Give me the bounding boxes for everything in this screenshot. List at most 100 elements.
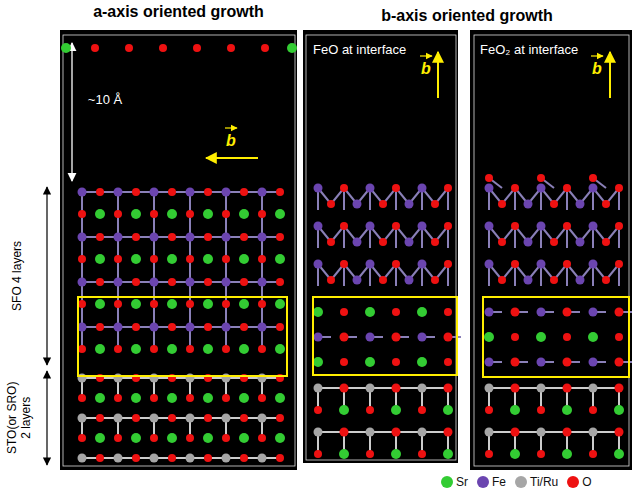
atom [275, 433, 285, 443]
atom [366, 184, 375, 193]
atom [276, 188, 284, 196]
atom [132, 188, 140, 196]
atom [485, 222, 494, 231]
atom [240, 454, 248, 462]
atom [96, 233, 104, 241]
atom [222, 233, 231, 242]
atom [78, 414, 87, 423]
axis-arrow [609, 52, 611, 98]
atom [276, 454, 284, 462]
atom [392, 308, 400, 316]
atom [615, 308, 624, 317]
atom [186, 233, 195, 242]
atom [314, 184, 323, 193]
atom [150, 210, 158, 218]
atom [222, 255, 230, 263]
atom [132, 454, 140, 462]
atom [366, 222, 375, 231]
atom [366, 428, 375, 437]
atom [365, 307, 375, 317]
atom [78, 210, 86, 218]
atom [485, 358, 494, 367]
atom [239, 433, 249, 443]
atom [392, 260, 400, 268]
atom [168, 278, 176, 286]
atom [431, 276, 439, 284]
atom [239, 393, 249, 403]
atom [239, 299, 249, 309]
atom [392, 358, 400, 366]
atom [131, 344, 141, 354]
atom [511, 260, 519, 268]
atom [114, 233, 123, 242]
atom [258, 434, 266, 442]
atom [114, 278, 123, 287]
atom [203, 393, 213, 403]
atom [114, 345, 122, 353]
atom [485, 308, 494, 317]
atom [186, 414, 195, 423]
atom [511, 308, 520, 317]
atom [78, 233, 87, 242]
atom [131, 209, 141, 219]
atom [418, 406, 426, 414]
atom [204, 414, 212, 422]
atom [550, 276, 558, 284]
atom [150, 233, 159, 242]
atom [275, 299, 285, 309]
atom [114, 323, 123, 332]
atom [150, 323, 159, 332]
legend-swatch [567, 476, 579, 488]
atom [418, 222, 427, 231]
atom [276, 233, 284, 241]
thickness-arrow [46, 187, 47, 365]
atom [485, 428, 494, 437]
atom [132, 233, 140, 241]
atom [537, 406, 545, 414]
atom [167, 344, 177, 354]
atom [227, 44, 235, 52]
atom [186, 454, 195, 463]
atom [239, 209, 249, 219]
atom [203, 433, 213, 443]
atom [589, 308, 598, 317]
atom [314, 450, 322, 458]
atom [125, 44, 133, 52]
atom [498, 238, 506, 246]
atom [314, 384, 323, 393]
interface-box [483, 297, 629, 377]
atom [78, 345, 86, 353]
axis-arrow [206, 157, 258, 159]
atom [391, 449, 401, 459]
atom [258, 278, 267, 287]
atom [563, 333, 571, 341]
layer-label: STO(or SRO) 2 layers [6, 378, 34, 458]
thickness-arrow [46, 371, 47, 465]
dimension-label: ~10 Å [88, 93, 122, 108]
atom [444, 222, 452, 230]
atom [96, 278, 104, 286]
atom [204, 188, 212, 196]
atom [314, 222, 323, 231]
atom [114, 188, 123, 197]
atom [498, 276, 506, 284]
atom [114, 414, 123, 423]
atom [537, 384, 546, 393]
atom [379, 276, 387, 284]
atom [258, 374, 267, 383]
atom [186, 374, 195, 383]
atom [327, 238, 335, 246]
atom [510, 405, 520, 415]
atom [392, 222, 400, 230]
layer-label: SFO 4 layers [11, 241, 25, 311]
atom [114, 300, 122, 308]
atom [131, 433, 141, 443]
vector-overarrow [420, 55, 432, 56]
atom [537, 450, 545, 458]
atom [114, 210, 122, 218]
atom [511, 333, 519, 341]
group-title: b-axis oriented growth [381, 7, 553, 25]
atom [392, 384, 401, 393]
unit-cell [474, 35, 629, 466]
